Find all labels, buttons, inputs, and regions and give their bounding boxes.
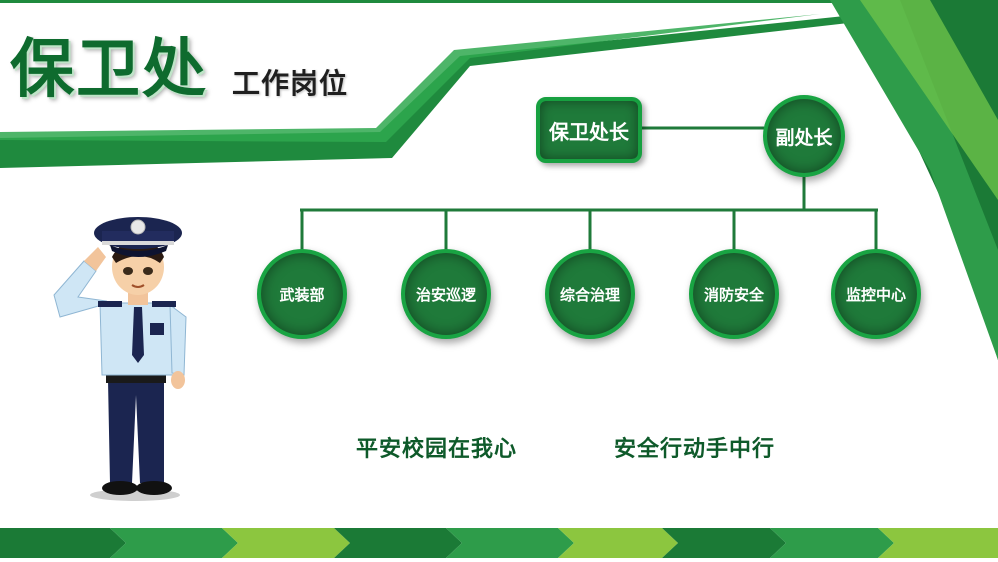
org-node-comprehensive-governance: 综合治理 — [545, 249, 635, 339]
page-subtitle: 工作岗位 — [232, 67, 349, 100]
slogan-right: 安全行动手中行 — [614, 437, 776, 462]
org-node-fire-safety: 消防安全 — [689, 249, 779, 339]
police-officer-illustration — [53, 217, 187, 501]
org-node-patrol: 治安巡逻 — [401, 249, 491, 339]
slogan-left: 平安校园在我心 — [356, 437, 518, 462]
bottom-chevron-strip — [0, 528, 998, 558]
page-title: 保卫处 — [10, 33, 208, 107]
org-connectors — [300, 126, 878, 250]
org-node-deputy: 副处长 — [763, 95, 845, 177]
org-node-chief: 保卫处长 — [536, 97, 642, 163]
header-swoosh-light — [0, 14, 820, 142]
right-corner-light — [860, 0, 998, 200]
top-rule — [0, 0, 998, 3]
org-node-monitoring-center: 监控中心 — [831, 249, 921, 339]
org-node-armed-forces: 武装部 — [257, 249, 347, 339]
